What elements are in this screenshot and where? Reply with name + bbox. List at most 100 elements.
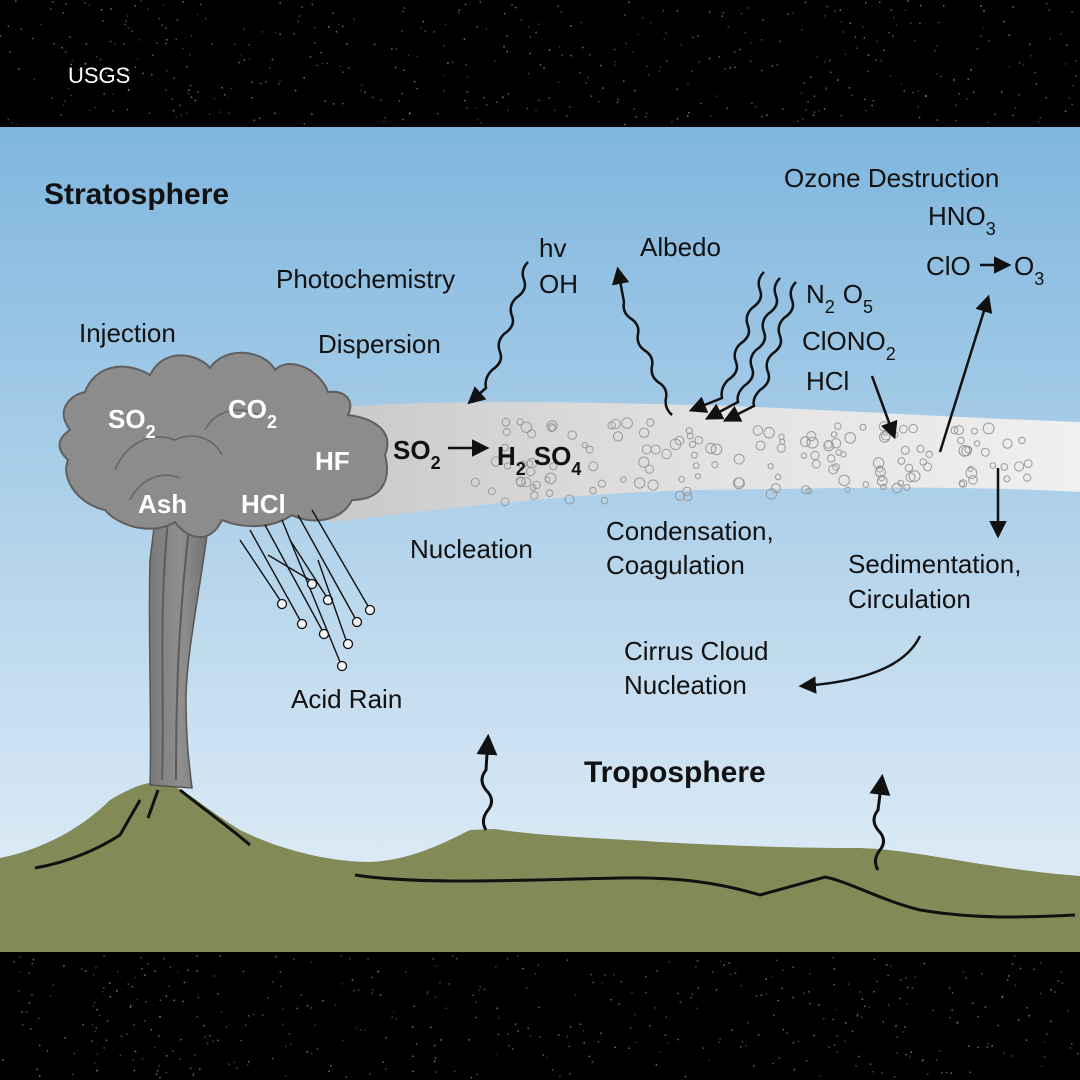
usgs-watermark: USGS <box>68 63 130 88</box>
aerosol-particle <box>674 435 685 446</box>
ground-ridge-line <box>354 873 1076 919</box>
aerosol-particle <box>490 456 502 467</box>
aerosol-particle <box>694 473 702 480</box>
aerosol-particle <box>916 444 925 453</box>
aerosol-particle <box>925 450 933 458</box>
hv-label: hv <box>539 233 566 263</box>
aerosol-particle <box>686 432 694 440</box>
aerosol-particle <box>964 445 973 454</box>
aerosol-particle <box>1023 459 1033 469</box>
aerosol-particle <box>904 463 914 473</box>
aerosol-particle <box>1002 438 1013 449</box>
nucleation-label: Nucleation <box>410 534 533 564</box>
albedo-arrow <box>611 266 673 416</box>
plume-co2-label: CO2 <box>228 394 277 432</box>
acid-rain-drop <box>306 578 318 590</box>
incoming-radiation-3 <box>722 281 797 422</box>
aerosol-particle <box>685 427 693 435</box>
aerosol-particle <box>470 477 480 487</box>
volcano-crack-1 <box>34 799 142 870</box>
aerosol-particle <box>872 457 885 469</box>
aerosol-particle <box>500 497 510 507</box>
aerosol-particle <box>674 490 685 501</box>
aerosol-particle <box>638 427 650 438</box>
aerosol-particle <box>844 432 857 444</box>
aerosol-particle <box>840 451 847 458</box>
acid-rain-drop <box>296 618 308 630</box>
aerosol-particle <box>776 443 786 453</box>
volcanic-plume <box>58 351 389 539</box>
volcano-crack-2 <box>146 789 160 819</box>
aerosol-particle <box>897 479 905 487</box>
plume-hcl-label: HCl <box>241 489 286 519</box>
cirrus-cloud-label: Cirrus Cloud <box>624 636 769 666</box>
aerosol-particles <box>470 417 1033 507</box>
column-streak-2 <box>175 519 191 781</box>
aerosol-particle <box>828 464 839 475</box>
aerosol-particle <box>801 485 811 495</box>
aerosol-particle <box>908 423 918 434</box>
aerosol-particle <box>923 462 933 472</box>
aerosol-particle <box>880 483 887 491</box>
aerosol-particle <box>678 476 686 483</box>
photochemistry-label: Photochemistry <box>276 264 455 294</box>
aerosol-particle <box>692 462 700 469</box>
column-streak-1 <box>161 519 169 781</box>
aerosol-particle <box>874 466 886 478</box>
aerosol-particle <box>1014 461 1025 472</box>
aerosol-particle <box>970 427 978 435</box>
aerosol-particle <box>830 438 842 449</box>
aerosol-particle <box>612 431 624 442</box>
aerosol-particle <box>518 460 527 469</box>
aerosol-particle <box>800 452 807 459</box>
aerosol-particle <box>1023 473 1032 482</box>
aerosol-particle <box>621 417 633 430</box>
aerosol-particle <box>823 440 835 452</box>
acid-rain-streak <box>249 529 301 621</box>
aerosol-particle <box>950 426 959 435</box>
aerosol-particle <box>501 443 509 452</box>
aerosol-particle <box>710 443 723 456</box>
aerosol-particle <box>733 453 745 465</box>
aerosol-particle <box>548 424 556 432</box>
aerosol-particle <box>527 429 537 439</box>
ozone-arrow <box>938 294 993 453</box>
reaction-so2: SO2 <box>393 435 441 473</box>
acid-rain-streak <box>239 539 281 601</box>
aerosol-particle <box>520 421 533 433</box>
aerosol-particle <box>487 487 496 496</box>
stratosphere-label: Stratosphere <box>44 178 229 211</box>
aerosol-particle <box>1000 463 1009 471</box>
aerosol-particle <box>567 430 578 440</box>
aerosol-particle <box>973 440 981 447</box>
aerosol-particle <box>549 462 558 471</box>
aerosol-particle <box>800 436 811 448</box>
aerosol-particle <box>711 461 719 469</box>
aerosol-particle <box>516 418 524 426</box>
acid-rain-drop <box>276 598 288 610</box>
injection-label: Injection <box>79 318 176 348</box>
aerosol-particle <box>959 480 966 487</box>
incoming-radiation-1 <box>688 271 765 413</box>
aerosol-particle <box>530 491 539 500</box>
heat-up-arrow-2 <box>869 773 891 871</box>
incoming-radiation-2 <box>704 277 781 420</box>
aerosol-particle <box>980 447 990 457</box>
aerosol-particle <box>908 470 921 483</box>
sunlight-hv-arrow <box>467 261 529 405</box>
aerosol-particle <box>897 457 906 465</box>
aerosol-particle <box>694 435 704 445</box>
aerosol-particle <box>965 467 978 479</box>
plume-so2-label: SO2 <box>108 404 156 442</box>
aerosol-particle <box>644 464 655 474</box>
aerosol-particle <box>1003 475 1011 483</box>
aerosol-particle <box>683 492 693 502</box>
acid-rain-streak <box>317 559 347 641</box>
aerosol-particle <box>545 489 554 498</box>
hcl-label: HCl <box>806 366 849 396</box>
acid-rain-streak <box>297 514 356 619</box>
aerosol-particle <box>732 477 745 490</box>
aerosol-particle <box>767 463 774 470</box>
